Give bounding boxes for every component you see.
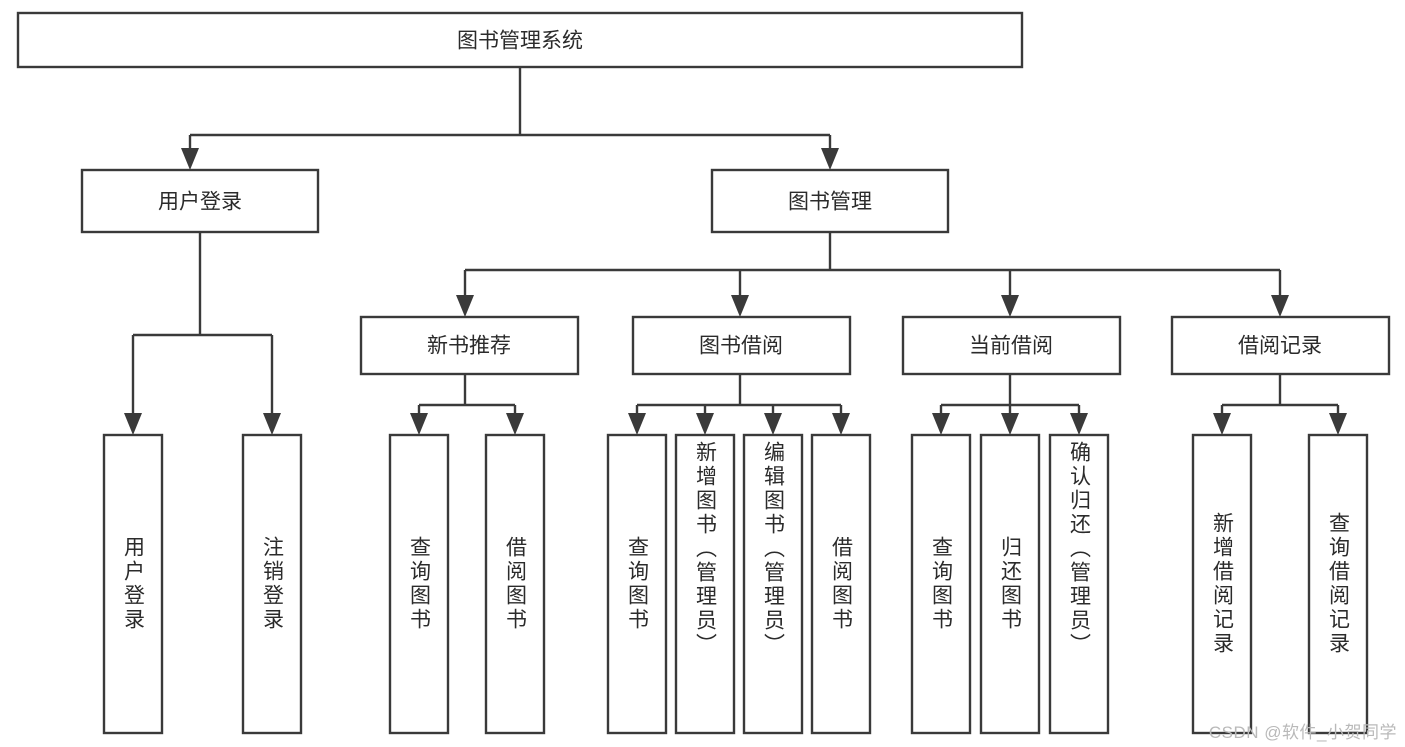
node-new-book-recommend[interactable]: 新书推荐 — [359, 315, 580, 376]
node-current-borrow-box[interactable] — [901, 315, 1122, 376]
node-root-label: 图书管理系统 — [457, 30, 583, 53]
node-book-manage-label: 图书管理 — [788, 191, 872, 214]
node-leaf-edit-book-box[interactable] — [742, 433, 804, 735]
node-borrow-record[interactable]: 借阅记录 — [1170, 315, 1391, 376]
node-leaf-query-record-box[interactable] — [1307, 433, 1369, 735]
arrow-to-leaf-confirm-return — [1070, 413, 1088, 435]
node-leaf-query-book-1-box[interactable] — [388, 433, 450, 735]
node-new-book-recommend-label: 新书推荐 — [427, 335, 511, 358]
node-root-box[interactable] — [16, 11, 1024, 69]
node-borrow-record-label: 借阅记录 — [1238, 335, 1322, 358]
node-user-login-box[interactable] — [80, 168, 320, 234]
node-leaf-add-book-box[interactable] — [674, 433, 736, 735]
arrow-to-leaf-query-book-1 — [410, 413, 428, 435]
node-leaf-user-logout-box[interactable] — [241, 433, 303, 735]
node-leaf-borrow-book-1-box[interactable] — [484, 433, 546, 735]
arrow-to-leaf-borrow-book-2 — [832, 413, 850, 435]
arrow-to-leaf-add-record — [1213, 413, 1231, 435]
arrow-to-book-borrow — [731, 295, 749, 317]
arrow-to-leaf-user-login — [124, 413, 142, 435]
node-user-login-label: 用户登录 — [158, 191, 242, 214]
arrow-to-new-book-recommend — [456, 295, 474, 317]
node-book-manage[interactable]: 图书管理 — [710, 168, 950, 234]
arrow-to-current-borrow — [1001, 295, 1019, 317]
arrow-to-leaf-edit-book — [764, 413, 782, 435]
connectors-user-login — [124, 232, 281, 435]
node-leaf-query-book-2-box[interactable] — [606, 433, 668, 735]
arrow-to-leaf-user-logout — [263, 413, 281, 435]
arrow-to-leaf-add-book — [696, 413, 714, 435]
node-root[interactable]: 图书管理系统 — [16, 11, 1024, 69]
arrow-to-user-login — [181, 148, 199, 170]
node-book-borrow-label: 图书借阅 — [699, 335, 783, 358]
node-new-book-recommend-box[interactable] — [359, 315, 580, 376]
node-book-manage-box[interactable] — [710, 168, 950, 234]
node-leaf-add-record-box[interactable] — [1191, 433, 1253, 735]
node-book-borrow-box[interactable] — [631, 315, 852, 376]
connectors-current-borrow — [932, 374, 1088, 435]
arrow-to-borrow-record — [1271, 295, 1289, 317]
csdn-watermark: CSDN @软件_小贺同学 — [1208, 723, 1397, 742]
node-user-login[interactable]: 用户登录 — [80, 168, 320, 234]
node-leaf-user-login-box[interactable] — [102, 433, 164, 735]
arrow-to-book-manage — [821, 148, 839, 170]
node-leaf-query-book-3-box[interactable] — [910, 433, 972, 735]
node-book-borrow[interactable]: 图书借阅 — [631, 315, 852, 376]
node-leaf-confirm-return-box[interactable] — [1048, 433, 1110, 735]
node-leaf-borrow-book-2-box[interactable] — [810, 433, 872, 735]
arrow-to-leaf-borrow-book-1 — [506, 413, 524, 435]
arrow-to-leaf-query-book-2 — [628, 413, 646, 435]
node-current-borrow-label: 当前借阅 — [969, 335, 1053, 358]
connectors-borrow-record — [1213, 374, 1347, 435]
connectors-book-manage — [456, 232, 1289, 317]
leaf-boxes — [102, 433, 1369, 735]
arrow-to-leaf-query-record — [1329, 413, 1347, 435]
node-borrow-record-box[interactable] — [1170, 315, 1391, 376]
arrow-to-leaf-query-book-3 — [932, 413, 950, 435]
arrow-to-leaf-return-book — [1001, 413, 1019, 435]
connectors-new-book-recommend — [410, 374, 524, 435]
node-leaf-return-book-box[interactable] — [979, 433, 1041, 735]
node-current-borrow[interactable]: 当前借阅 — [901, 315, 1122, 376]
connectors-root — [181, 67, 839, 170]
connectors-book-borrow — [628, 374, 850, 435]
